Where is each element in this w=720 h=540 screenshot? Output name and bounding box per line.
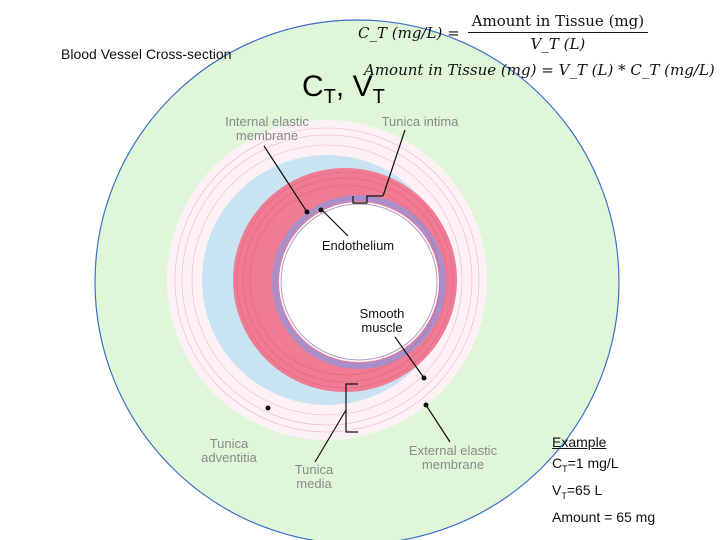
leader-dots bbox=[265, 207, 429, 411]
example-box: Example CT=1 mg/L VT=65 L Amount = 65 mg bbox=[552, 432, 655, 528]
formula-fraction: Amount in Tissue (mg) V_T (L) bbox=[467, 12, 649, 53]
vt-symbol-sub: T bbox=[372, 86, 385, 108]
adventitia-texture bbox=[174, 127, 480, 433]
ct-symbol-letter: C bbox=[302, 70, 324, 103]
dot-endothelium bbox=[318, 207, 324, 213]
dot-internal-elastic bbox=[304, 209, 310, 215]
leader-lines bbox=[263, 129, 451, 463]
example-amount: Amount = 65 mg bbox=[552, 508, 656, 525]
label-tunica-media: Tunica media bbox=[294, 462, 334, 491]
example-ct-sub: T bbox=[562, 463, 568, 474]
lumen-inner-line bbox=[280, 203, 438, 361]
example-title: Example bbox=[552, 434, 607, 450]
label-tunica-adventitia: Tunica adventitia bbox=[201, 436, 257, 465]
example-vt-value: =65 L bbox=[566, 481, 603, 498]
tunica-intima-ring bbox=[272, 195, 446, 369]
dot-external-elastic bbox=[423, 402, 429, 408]
label-smooth-muscle: Smooth muscle bbox=[359, 306, 405, 335]
leader-external-elastic bbox=[425, 404, 451, 443]
symbol-separator: , bbox=[335, 70, 353, 103]
slide-title: Blood Vessel Cross-section bbox=[61, 46, 232, 62]
label-internal-elastic-membrane: Internal elastic membrane bbox=[225, 114, 309, 143]
label-endothelium: Endothelium bbox=[321, 238, 395, 253]
bracket-tunica-intima bbox=[352, 195, 383, 204]
example-vt-sub: T bbox=[561, 490, 567, 501]
leader-tunica-intima bbox=[382, 129, 406, 197]
vt-symbol-letter: V bbox=[352, 70, 373, 103]
vessel-lumen bbox=[279, 202, 439, 362]
label-tunica-intima: Tunica intima bbox=[381, 114, 459, 129]
example-vt-letter: V bbox=[552, 481, 562, 498]
amount-formula: Amount in Tissue (mg) = V_T (L) * C_T (m… bbox=[364, 61, 715, 79]
label-external-elastic-membrane: External elastic membrane bbox=[408, 443, 498, 472]
dot-adventitia bbox=[265, 405, 271, 411]
formula-numerator: Amount in Tissue (mg) bbox=[467, 12, 649, 33]
leader-endothelium bbox=[321, 209, 349, 237]
ct-vt-symbol: CT, VT bbox=[302, 70, 385, 108]
ct-symbol-sub: T bbox=[323, 86, 336, 108]
formula-lhs: C_T (mg/L) = bbox=[358, 23, 460, 42]
dot-smooth-muscle bbox=[421, 375, 427, 381]
formula-denominator: V_T (L) bbox=[530, 35, 586, 53]
example-ct-letter: C bbox=[552, 455, 563, 471]
leader-internal-elastic bbox=[263, 145, 308, 213]
leader-tunica-media bbox=[314, 409, 347, 463]
concentration-formula: C_T (mg/L) = Amount in Tissue (mg) V_T (… bbox=[358, 12, 649, 53]
example-ct-value: =1 mg/L bbox=[567, 455, 619, 471]
example-ct-line: CT=1 mg/L bbox=[552, 453, 655, 480]
example-vt-line: VT=65 L bbox=[552, 480, 655, 507]
leader-smooth-muscle bbox=[394, 336, 425, 379]
media-texture bbox=[236, 171, 454, 389]
bracket-tunica-media bbox=[345, 383, 358, 433]
